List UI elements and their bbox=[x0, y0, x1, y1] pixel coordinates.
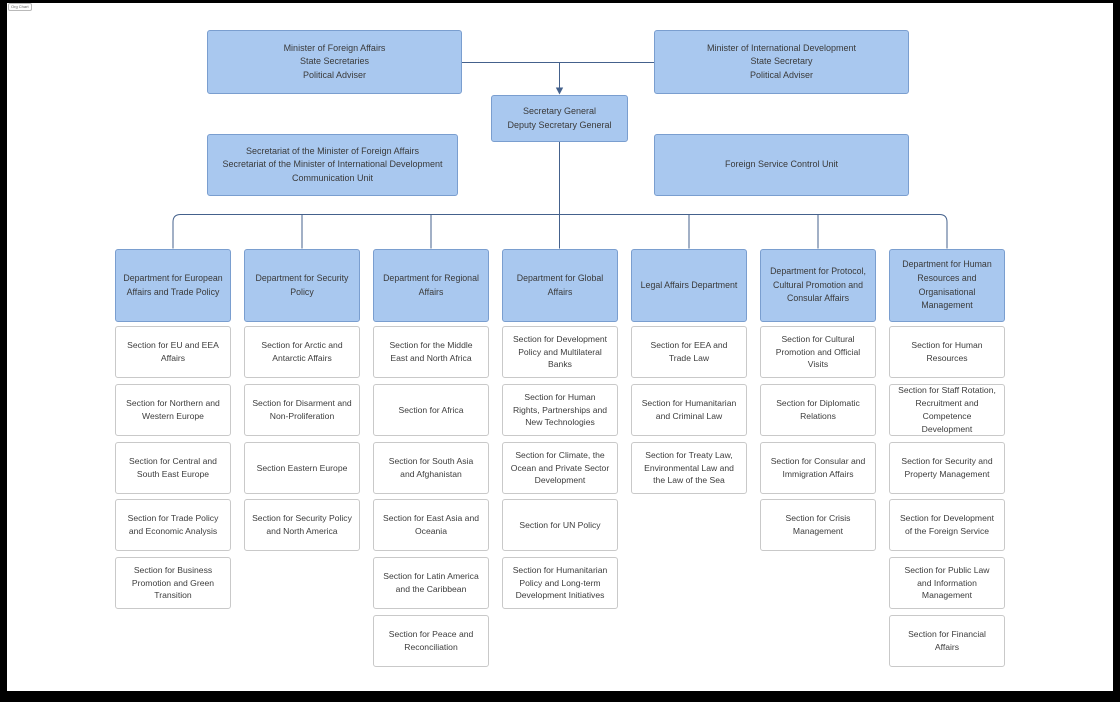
section-box: Section for Humanitarian and Criminal La… bbox=[631, 384, 747, 436]
secretariat-box: Secretariat of the Minister of Foreign A… bbox=[207, 134, 458, 196]
department-box: Legal Affairs Department bbox=[631, 249, 747, 322]
section-box: Section for Latin America and the Caribb… bbox=[373, 557, 489, 609]
department-box: Department for European Affairs and Trad… bbox=[115, 249, 231, 322]
section-box: Section for Human Rights, Partnerships a… bbox=[502, 384, 618, 436]
section-box: Section for East Asia and Oceania bbox=[373, 499, 489, 551]
minister-foreign-affairs-box: Minister of Foreign Affairs State Secret… bbox=[207, 30, 462, 94]
section-box: Section for South Asia and Afghanistan bbox=[373, 442, 489, 494]
section-box: Section for Disarment and Non-Proliferat… bbox=[244, 384, 360, 436]
department-box: Department for Security Policy bbox=[244, 249, 360, 322]
section-box: Section for Northern and Western Europe bbox=[115, 384, 231, 436]
section-box: Section for Trade Policy and Economic An… bbox=[115, 499, 231, 551]
section-box: Section for Security and Property Manage… bbox=[889, 442, 1005, 494]
section-box: Section for EU and EEA Affairs bbox=[115, 326, 231, 378]
section-box: Section for the Middle East and North Af… bbox=[373, 326, 489, 378]
section-box: Section for Arctic and Antarctic Affairs bbox=[244, 326, 360, 378]
section-box: Section for Financial Affairs bbox=[889, 615, 1005, 667]
section-box: Section for Diplomatic Relations bbox=[760, 384, 876, 436]
section-box: Section for Humanitarian Policy and Long… bbox=[502, 557, 618, 609]
section-box: Section for UN Policy bbox=[502, 499, 618, 551]
minister-international-development-box: Minister of International Development St… bbox=[654, 30, 909, 94]
section-box: Section for Consular and Immigration Aff… bbox=[760, 442, 876, 494]
section-box: Section for Cultural Promotion and Offic… bbox=[760, 326, 876, 378]
section-box: Section for Peace and Reconciliation bbox=[373, 615, 489, 667]
section-box: Section for Development of the Foreign S… bbox=[889, 499, 1005, 551]
section-box: Section for EEA and Trade Law bbox=[631, 326, 747, 378]
section-box: Section for Treaty Law, Environmental La… bbox=[631, 442, 747, 494]
department-box: Department for Human Resources and Organ… bbox=[889, 249, 1005, 322]
section-box: Section for Climate, the Ocean and Priva… bbox=[502, 442, 618, 494]
section-box: Section for Business Promotion and Green… bbox=[115, 557, 231, 609]
section-box: Section for Development Policy and Multi… bbox=[502, 326, 618, 378]
section-box: Section for Central and South East Europ… bbox=[115, 442, 231, 494]
section-box: Section for Africa bbox=[373, 384, 489, 436]
section-box: Section for Staff Rotation, Recruitment … bbox=[889, 384, 1005, 436]
department-box: Department for Protocol, Cultural Promot… bbox=[760, 249, 876, 322]
secretary-general-box: Secretary General Deputy Secretary Gener… bbox=[491, 95, 628, 142]
org-chart-corner-button[interactable]: Org Chart bbox=[8, 3, 32, 11]
section-box: Section Eastern Europe bbox=[244, 442, 360, 494]
section-box: Section for Human Resources bbox=[889, 326, 1005, 378]
foreign-service-control-unit-box: Foreign Service Control Unit bbox=[654, 134, 909, 196]
department-box: Department for Global Affairs bbox=[502, 249, 618, 322]
department-box: Department for Regional Affairs bbox=[373, 249, 489, 322]
section-box: Section for Crisis Management bbox=[760, 499, 876, 551]
section-box: Section for Security Policy and North Am… bbox=[244, 499, 360, 551]
section-box: Section for Public Law and Information M… bbox=[889, 557, 1005, 609]
